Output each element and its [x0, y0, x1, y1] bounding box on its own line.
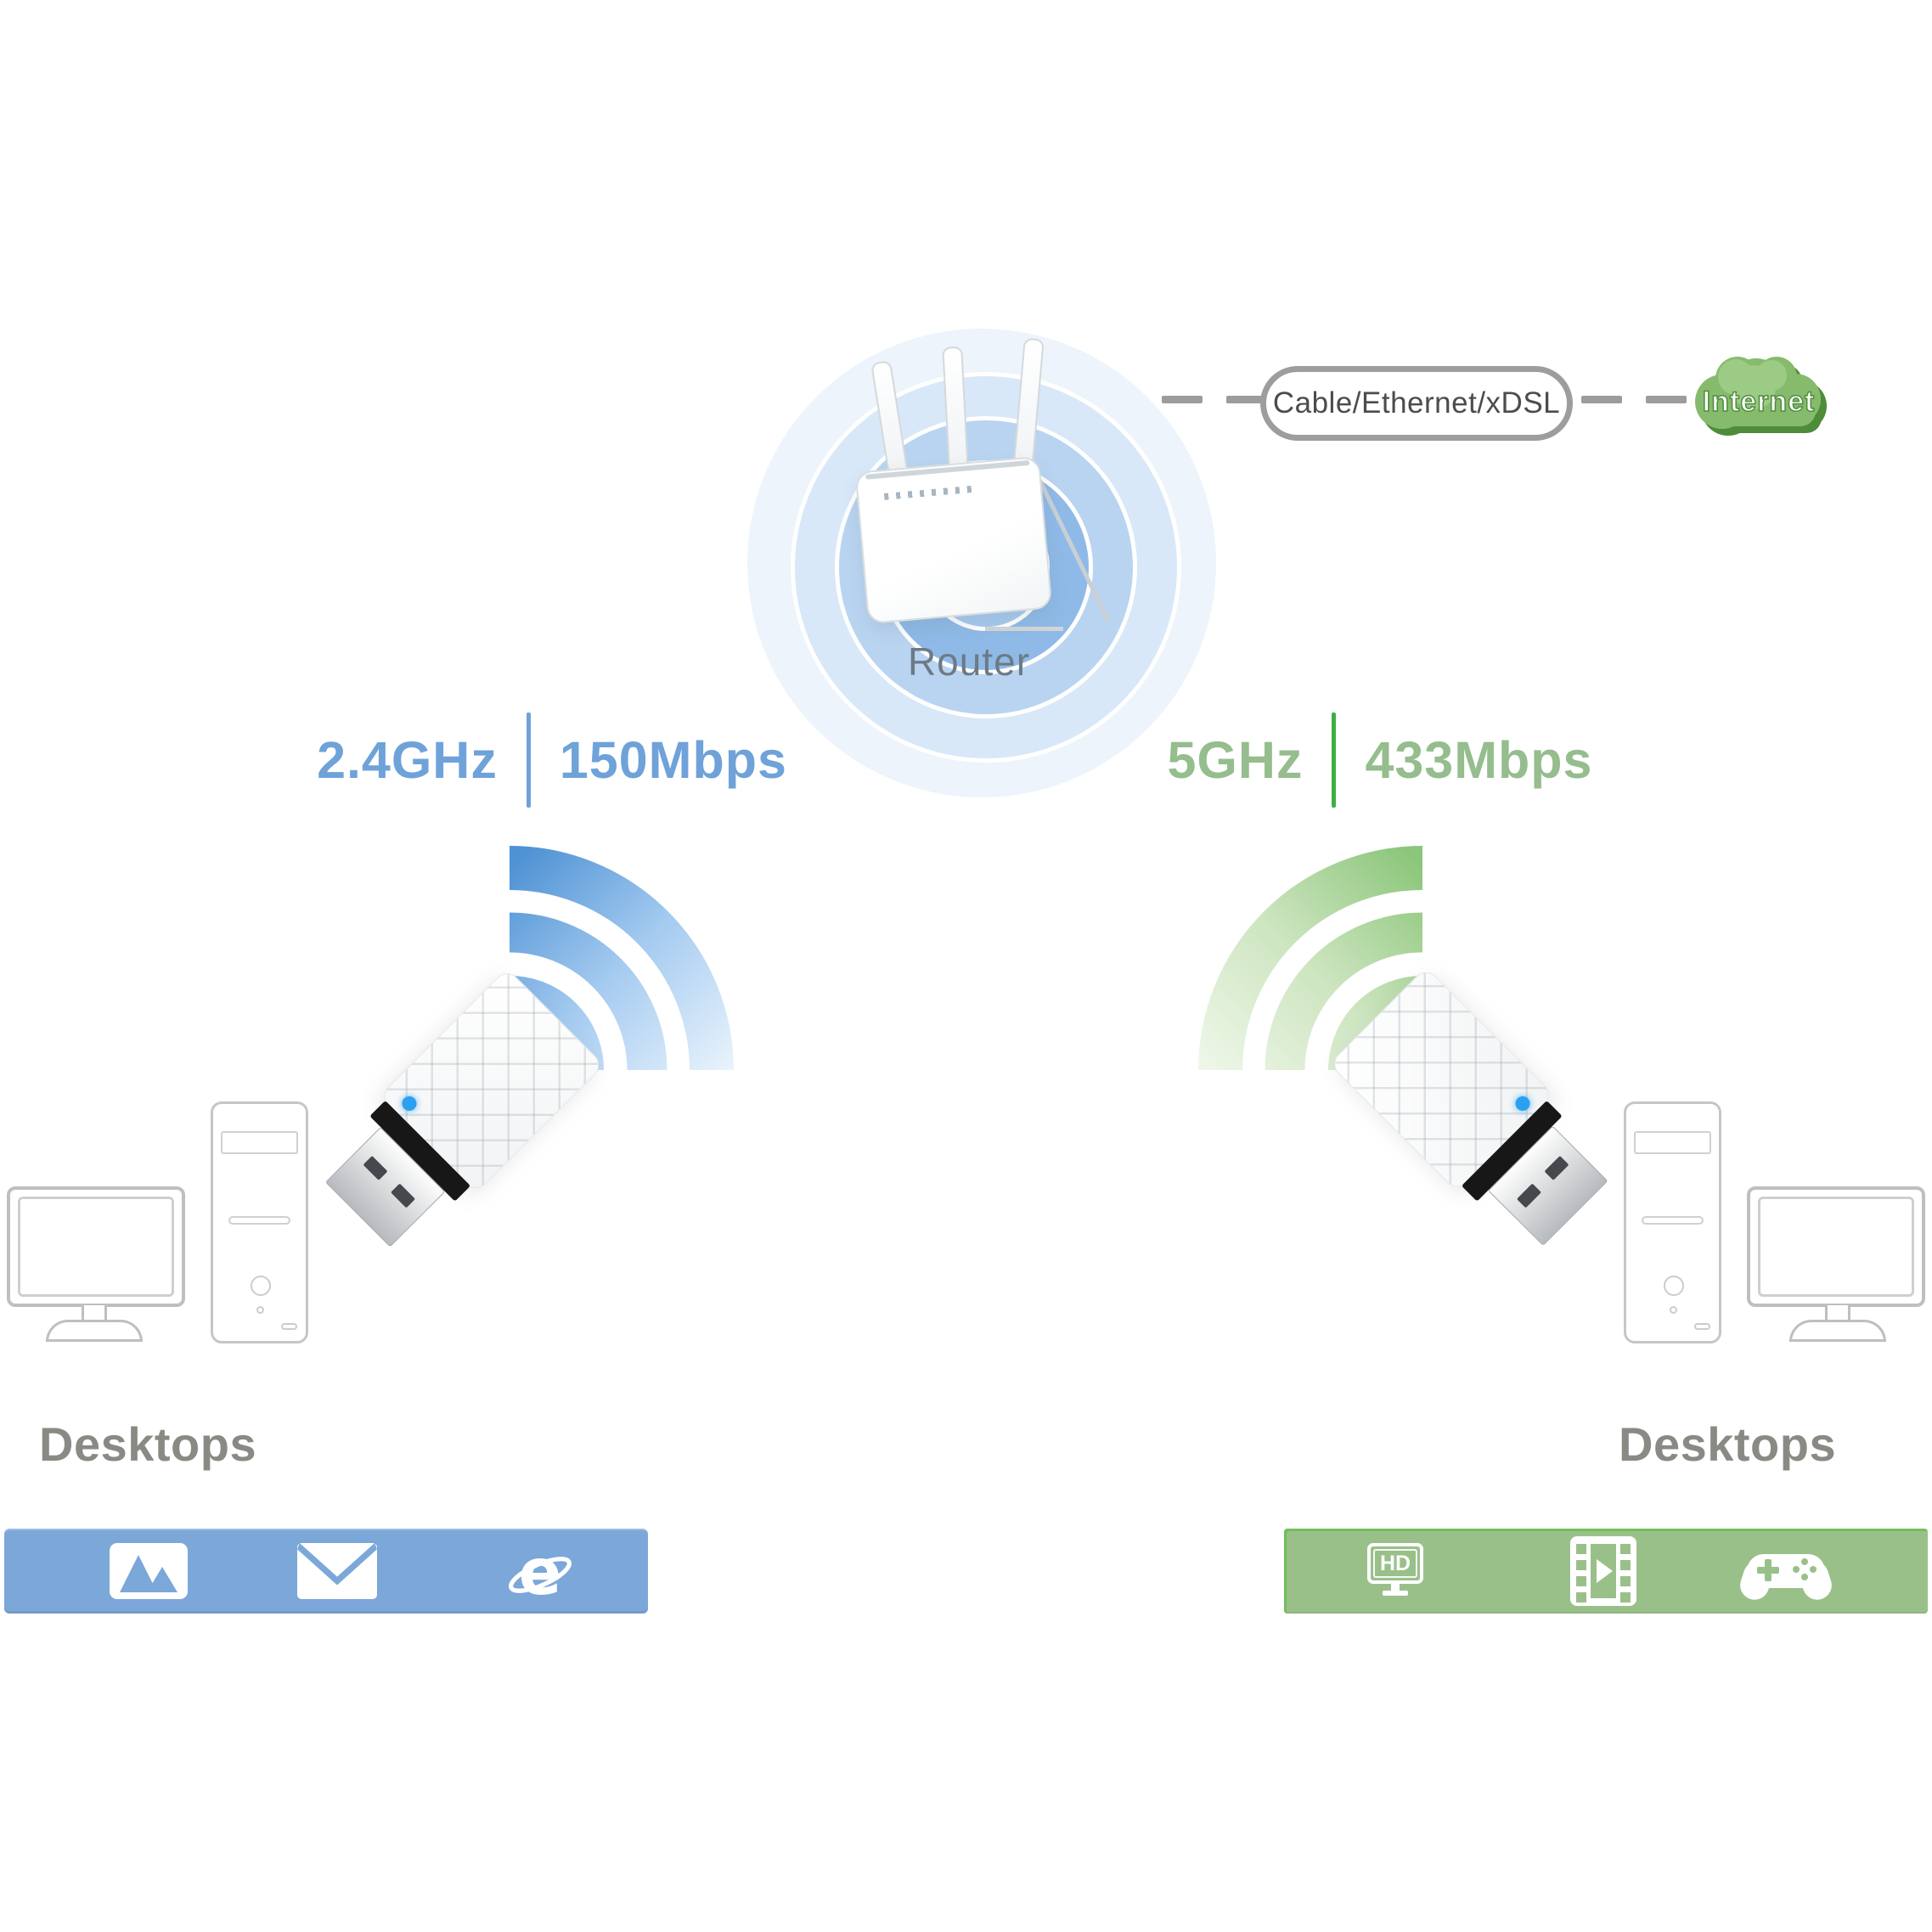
power-button: [1664, 1276, 1684, 1296]
usb-slot: [363, 1155, 388, 1180]
band-24ghz-row: 2.4GHz 150Mbps: [280, 710, 824, 810]
band-5ghz-divider: [1332, 713, 1337, 808]
router-foot: [985, 627, 1063, 631]
hd-badge: HD: [1379, 1551, 1411, 1575]
app-bar-5ghz: HD: [1284, 1529, 1928, 1614]
router-status-leds: [883, 485, 977, 500]
film-hole: [1576, 1560, 1586, 1570]
tv-stand-base: [1383, 1591, 1408, 1596]
drive-bay: [1634, 1131, 1711, 1154]
gamepad-icon: [1736, 1541, 1836, 1604]
internet-label: Internet: [1703, 386, 1816, 418]
desktops-label-left: Desktops: [39, 1417, 257, 1471]
film-hole: [1576, 1544, 1586, 1554]
cloud-highlight: [1718, 359, 1787, 409]
gamepad-button: [1801, 1574, 1808, 1580]
monitor-base: [46, 1320, 143, 1342]
band-5ghz-row: 5GHz 433Mbps: [1108, 710, 1652, 810]
band-5ghz-frequency: 5GHz: [1167, 731, 1304, 789]
monitor-left: [7, 1186, 185, 1307]
ie-letter: e: [519, 1535, 562, 1609]
film-hole: [1620, 1544, 1631, 1554]
dash: [1226, 396, 1267, 403]
gamepad-button: [1810, 1566, 1817, 1573]
internet-explorer-icon: e: [507, 1532, 573, 1612]
band-24ghz-divider: [526, 713, 531, 808]
vent-slot: [1642, 1216, 1704, 1225]
photo-icon: [110, 1543, 188, 1599]
wan-type-pill: Cable/Ethernet/xDSL: [1260, 366, 1573, 441]
film-hole: [1576, 1592, 1586, 1602]
wan-dashed-line-right: [1581, 396, 1687, 403]
envelope-flap: [297, 1543, 377, 1586]
wan-dashed-line-left: [1162, 396, 1267, 403]
gamepad-button: [1801, 1558, 1808, 1565]
dash: [1581, 396, 1622, 403]
monitor-right: [1747, 1186, 1925, 1307]
band-24ghz-frequency: 2.4GHz: [317, 731, 498, 789]
dash: [1646, 396, 1687, 403]
led-dot: [1670, 1306, 1677, 1314]
dpad-horizontal: [1757, 1567, 1779, 1574]
monitor-base: [1789, 1320, 1886, 1342]
film-hole: [1620, 1592, 1631, 1602]
monitor-screen: [1758, 1197, 1914, 1297]
band-5ghz-speed: 433Mbps: [1365, 731, 1593, 789]
app-bar-24ghz: e: [4, 1529, 648, 1614]
usb-slot: [1544, 1155, 1569, 1180]
internet-cloud: Internet: [1695, 357, 1827, 436]
mail-icon: [297, 1543, 377, 1599]
tower-pc-left: [211, 1101, 308, 1343]
dash: [1162, 396, 1203, 403]
film-hole: [1576, 1576, 1586, 1586]
gamepad-button: [1793, 1566, 1800, 1573]
router-device: [854, 455, 1053, 625]
usb-port: [1694, 1323, 1710, 1330]
tv-screen-outline: [1373, 1549, 1417, 1578]
band-24ghz-speed: 150Mbps: [559, 731, 787, 789]
tower-pc-right: [1624, 1101, 1721, 1343]
led-dot: [256, 1306, 264, 1314]
tv-frame: HD: [1367, 1543, 1423, 1584]
usb-slot: [1516, 1183, 1541, 1208]
tv-stand-neck: [1391, 1584, 1400, 1591]
desktops-label-right: Desktops: [1619, 1417, 1837, 1471]
mountain-shape: [147, 1567, 177, 1592]
film-hole: [1620, 1560, 1631, 1570]
vent-slot: [228, 1216, 290, 1225]
hd-tv-icon: HD: [1366, 1543, 1428, 1599]
monitor-screen: [18, 1197, 174, 1297]
usb-slot: [391, 1183, 416, 1208]
router-label: Router: [907, 639, 1031, 684]
video-play-icon: [1570, 1536, 1636, 1606]
wan-type-label: Cable/Ethernet/xDSL: [1272, 386, 1561, 420]
film-hole: [1620, 1576, 1631, 1586]
power-button: [251, 1276, 271, 1296]
usb-port: [281, 1323, 297, 1330]
drive-bay: [221, 1131, 298, 1154]
